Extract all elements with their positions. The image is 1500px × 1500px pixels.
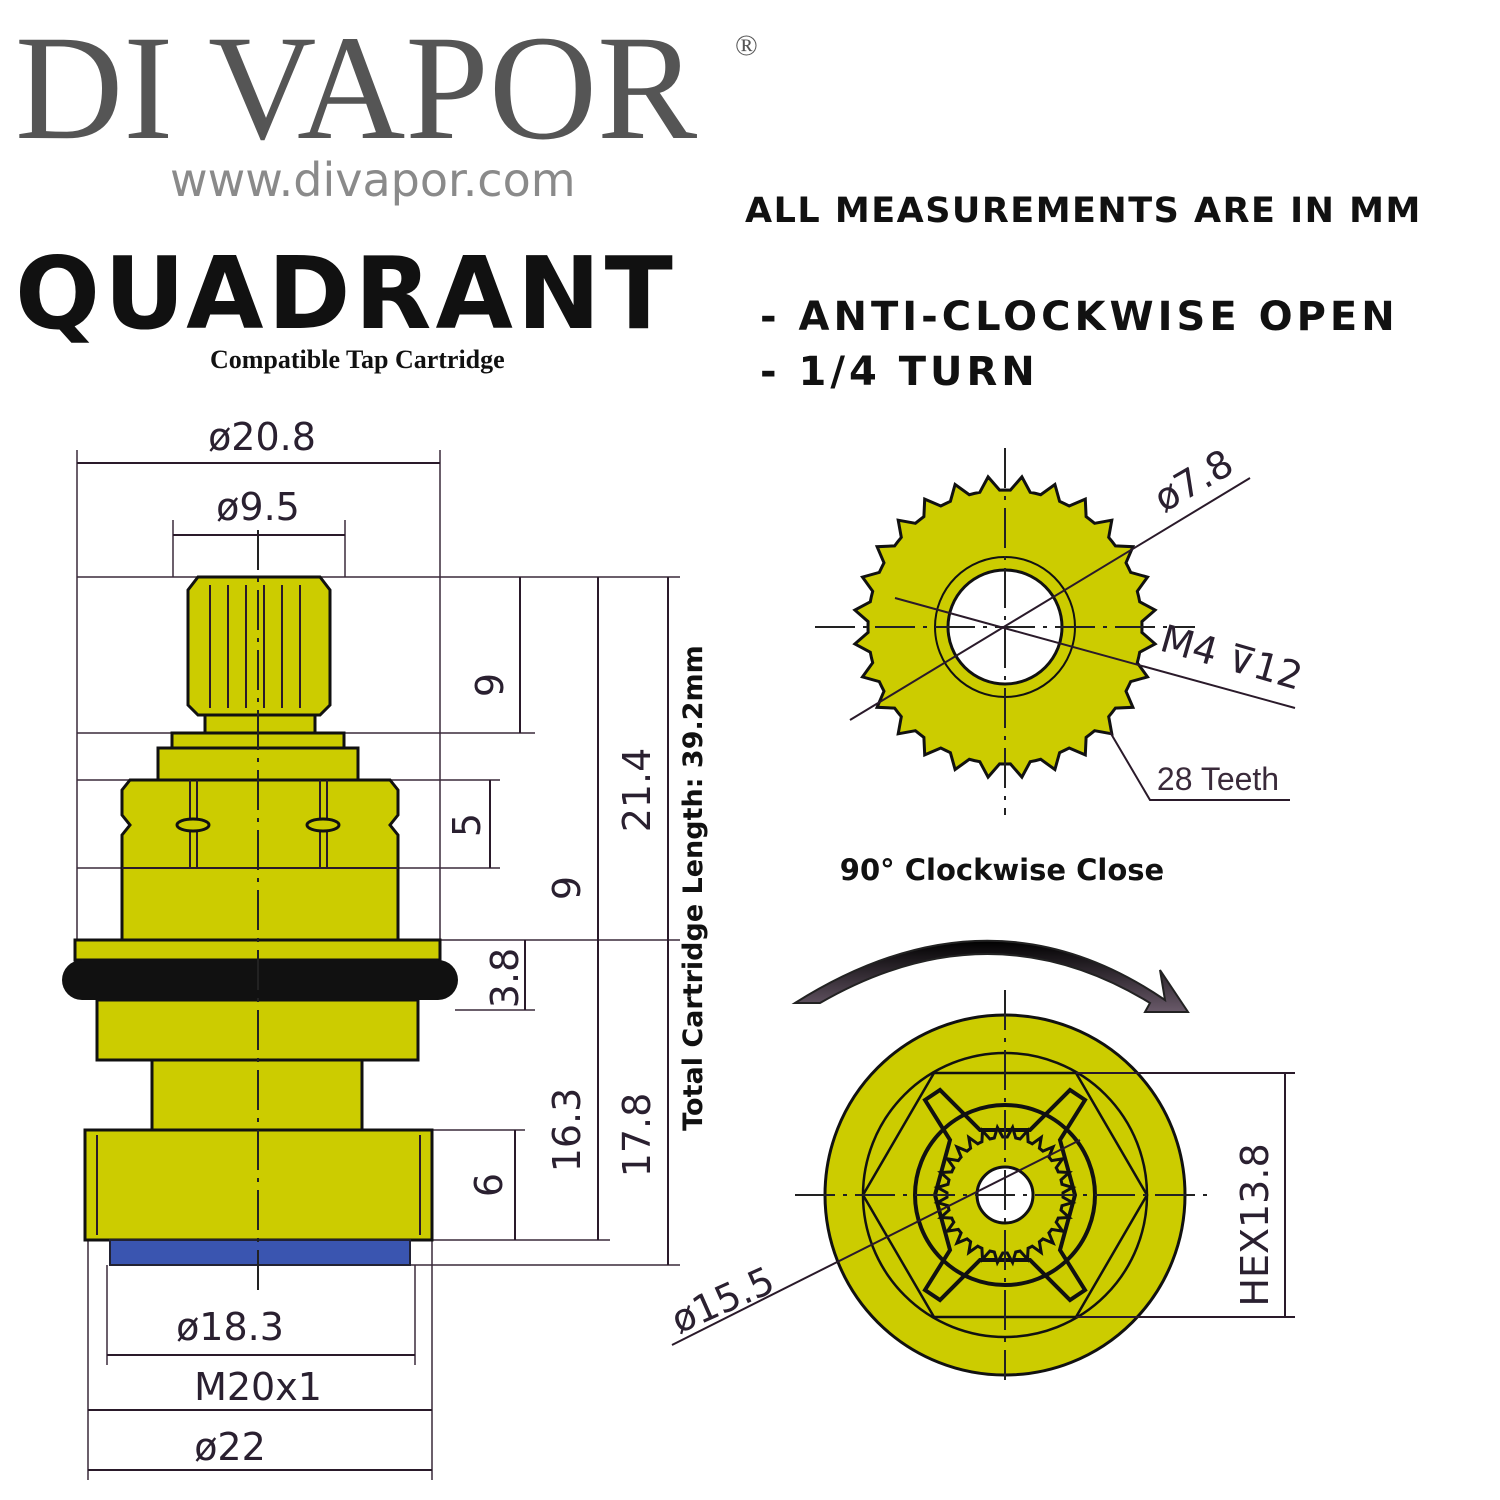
cartridge-side-view: ø20.8 ø9.5 9 5 21.4 9 3.8 16.3 17.8 6 To… bbox=[62, 415, 709, 1480]
open-direction-note: - ANTI-CLOCKWISE OPEN bbox=[760, 294, 1399, 340]
dim-outer-diameter: ø20.8 bbox=[208, 415, 316, 459]
close-direction-note: 90° Clockwise Close bbox=[840, 853, 1164, 887]
brand-logo: DI VAPOR bbox=[15, 5, 697, 171]
dim-spline-height: 9 bbox=[468, 673, 512, 697]
teeth-count-label: 28 Teeth bbox=[1157, 761, 1279, 797]
dim-lower-length: 16.3 bbox=[545, 1088, 589, 1173]
dim-thread-diameter: ø22 bbox=[194, 1425, 266, 1469]
dim-spline-diameter-top: ø7.8 bbox=[1146, 441, 1240, 521]
cartridge-top-view: ø7.8 M4 ⊽12 28 Teeth bbox=[815, 441, 1307, 815]
cartridge-body bbox=[120, 778, 400, 942]
units-note: ALL MEASUREMENTS ARE IN MM bbox=[745, 191, 1422, 231]
clockwise-arrow-icon bbox=[791, 939, 1190, 1013]
dim-body-diameter-bottom: ø15.5 bbox=[664, 1258, 780, 1342]
dim-thread-size: M20x1 bbox=[194, 1365, 322, 1409]
spline-stem bbox=[186, 575, 332, 717]
dim-hex-size: HEX13.8 bbox=[1233, 1143, 1277, 1306]
product-title: QUADRANT bbox=[15, 235, 677, 352]
o-ring bbox=[62, 960, 458, 1000]
turn-note: - 1/4 TURN bbox=[760, 349, 1039, 395]
dim-spline-diameter: ø9.5 bbox=[216, 485, 300, 529]
dim-seal-diameter: ø18.3 bbox=[176, 1305, 284, 1349]
website-url: www.divapor.com bbox=[170, 153, 576, 207]
registered-mark: ® bbox=[735, 29, 758, 62]
dim-thread-height: 6 bbox=[467, 1173, 511, 1197]
seal-washer bbox=[109, 1239, 411, 1266]
total-length-label: Total Cartridge Length: 39.2mm bbox=[678, 645, 709, 1131]
product-subtitle: Compatible Tap Cartridge bbox=[210, 345, 505, 374]
dim-body-height: 9 bbox=[545, 876, 589, 900]
cartridge-bottom-view: ø15.5 HEX13.8 bbox=[664, 990, 1295, 1380]
dim-upper-length: 21.4 bbox=[615, 748, 659, 833]
dim-bore-thread: M4 ⊽12 bbox=[1156, 616, 1308, 698]
dimension-lines bbox=[77, 462, 669, 1471]
dim-oring-height: 3.8 bbox=[483, 948, 527, 1008]
wire-clip bbox=[922, 1087, 1088, 1303]
dim-base-length: 17.8 bbox=[615, 1093, 659, 1178]
dim-hex-height: 5 bbox=[445, 813, 489, 837]
